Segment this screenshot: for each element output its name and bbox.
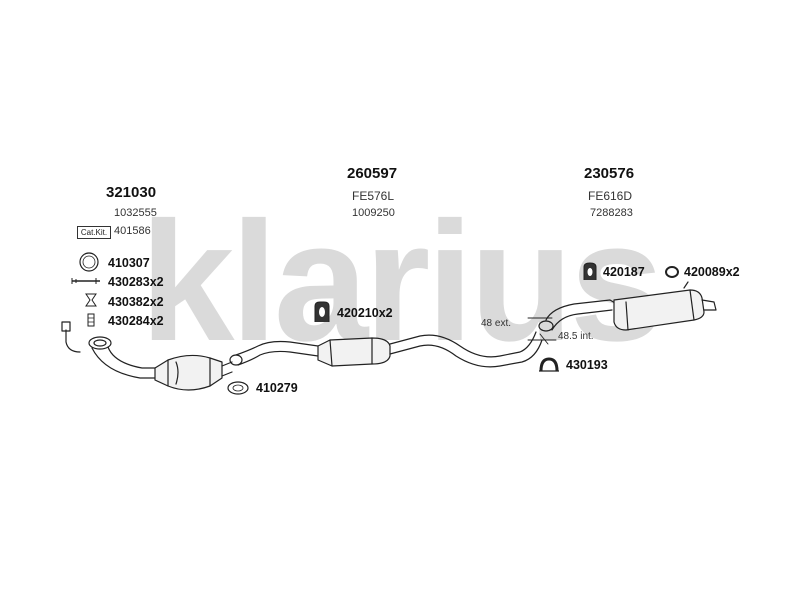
bolt-c-label: 430284x2: [108, 314, 164, 328]
clamp-ring-icon: [79, 252, 99, 272]
stud-icon: [87, 313, 95, 327]
intermediate-pipe: [229, 340, 319, 366]
mount-rear-label: 420187: [603, 265, 645, 279]
rubber-mount-icon: [314, 301, 330, 322]
mount-ring-icon: [665, 266, 679, 278]
middle-ref-number: 1009250: [352, 207, 395, 219]
cat-kit-ref: 401586: [114, 225, 151, 237]
left-ref-number: 1032555: [114, 207, 157, 219]
rear-silencer: [545, 281, 717, 331]
cat-kit-label: Cat.Kit.: [77, 226, 111, 239]
mount-mid-label: 420210x2: [337, 306, 393, 320]
middle-part-number: 260597: [347, 165, 398, 182]
bolt-a-label: 430283x2: [108, 275, 164, 289]
right-part-number: 230576: [584, 165, 635, 182]
clamp-ring-label: 410307: [108, 256, 150, 270]
gasket-label: 410279: [256, 381, 298, 395]
ext-dimension-label: 48 ext.: [481, 318, 512, 329]
left-part-number: 321030: [106, 184, 157, 201]
tail-pipe: [389, 331, 543, 368]
joint-clamp-label: 430193: [566, 358, 608, 372]
middle-code: FE576L: [352, 189, 395, 203]
bolt-b-label: 430382x2: [108, 295, 164, 309]
int-dimension-label: 48.5 int.: [558, 331, 594, 342]
right-ref-number: 7288283: [590, 207, 633, 219]
right-code: FE616D: [588, 189, 633, 203]
pipe-joint: [527, 317, 557, 345]
mount-ring-label: 420089x2: [684, 265, 740, 279]
bolt-icon: [71, 278, 100, 284]
joint-clamp-icon: [539, 357, 559, 372]
gasket-icon: [227, 381, 249, 395]
centre-silencer: [317, 337, 391, 367]
rear-mount-icon: [583, 262, 597, 280]
catalytic-converter: [154, 354, 233, 391]
front-downpipe: [61, 321, 161, 379]
spring-bolt-icon: [85, 293, 97, 307]
